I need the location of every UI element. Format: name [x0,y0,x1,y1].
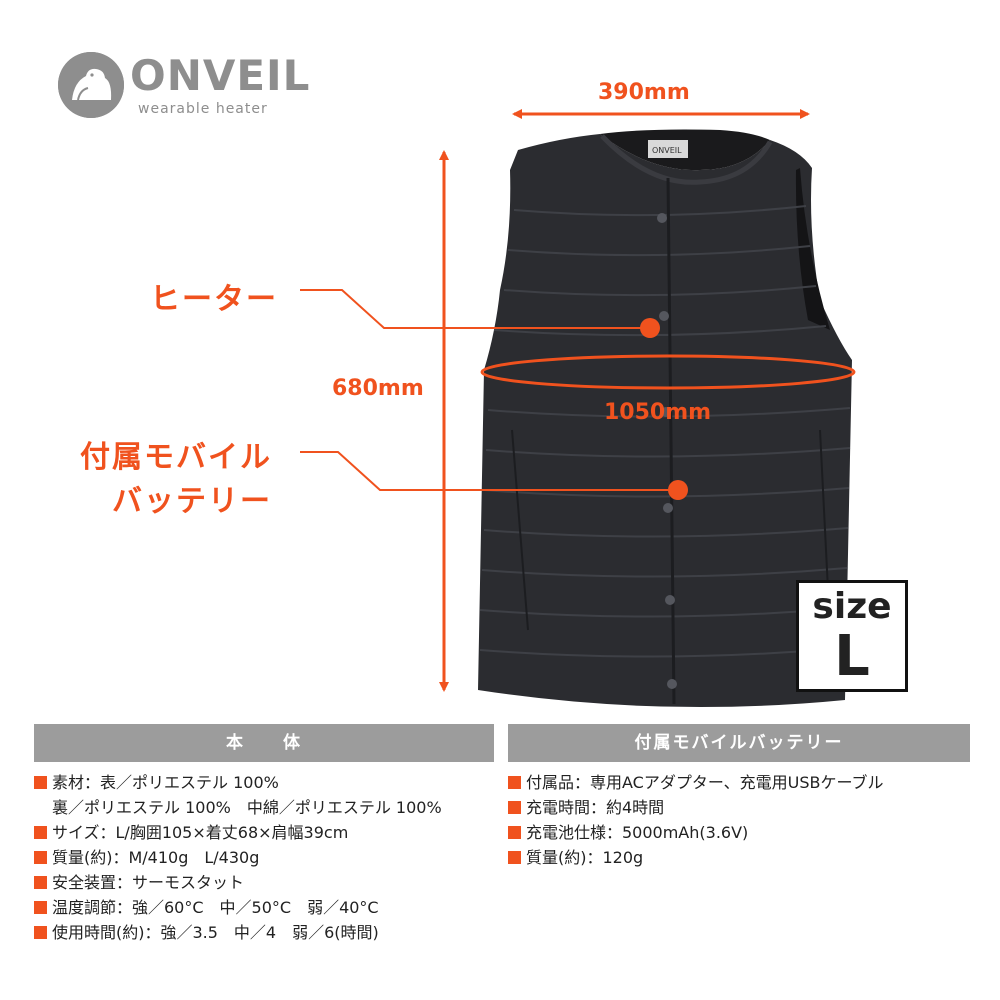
battery-callout-line2: バッテリー [112,484,272,519]
heater-callout: ヒーター [150,282,278,317]
product-image: ONVEIL wearable heater [58,51,908,708]
bullet-icon [34,851,47,864]
bullet-icon [34,776,47,789]
heater-leader [300,289,650,329]
battery-leader [300,451,678,491]
list-item: 質量(約)：M/410g L/430g [34,845,494,870]
battery-spec-list: 付属品：専用ACアダプター、充電用USBケーブル 充電時間：約4時間 充電池仕様… [508,770,970,870]
brand-tagline: wearable heater [138,101,268,117]
list-item: 温度調節：強／60°C 中／50°C 弱／40°C [34,895,494,920]
vest-body [478,134,852,708]
body-spec-title: 本 体 [34,724,494,762]
heater-dot [640,318,660,338]
bullet-icon [508,801,521,814]
list-item: 安全装置：サーモスタット [34,870,494,895]
size-value: L [834,624,870,689]
width-label: 390mm [598,80,690,105]
size-word: size [812,586,892,627]
bullet-icon [508,851,521,864]
chest-ellipse [480,354,856,390]
vest-illustration: ONVEIL [300,109,856,708]
logo-mark [58,52,124,118]
bear-icon [58,52,124,118]
bullet-icon [508,826,521,839]
bullet-icon [34,826,47,839]
battery-callout-line1: 付属モバイル [80,440,272,475]
list-item: 充電時間：約4時間 [508,795,970,820]
list-item: 素材：表／ポリエステル 100% [34,770,494,795]
brand-name: ONVEIL [130,51,311,100]
list-item: 付属品：専用ACアダプター、充電用USBケーブル [508,770,970,795]
bullet-icon [34,876,47,889]
bullet-icon [34,926,47,939]
body-spec-panel: 本 体 素材：表／ポリエステル 100% 裏／ポリエステル 100% 中綿／ポリ… [34,724,494,945]
battery-spec-panel: 付属モバイルバッテリー 付属品：専用ACアダプター、充電用USBケーブル 充電時… [508,724,970,870]
body-spec-list: 素材：表／ポリエステル 100% 裏／ポリエステル 100% 中綿／ポリエステル… [34,770,494,945]
list-item: 充電池仕様：5000mAh(3.6V) [508,820,970,845]
list-item: 裏／ポリエステル 100% 中綿／ポリエステル 100% [52,798,442,817]
size-badge: size L [796,580,908,692]
list-item: サイズ：L/胸囲105×着丈68×肩幅39cm [34,820,494,845]
list-item: 質量(約)：120g [508,845,970,870]
battery-dot [668,480,688,500]
bullet-icon [34,901,47,914]
chest-label: 1050mm [604,400,712,425]
bullet-icon [508,776,521,789]
battery-spec-title: 付属モバイルバッテリー [508,724,970,762]
height-label: 680mm [332,376,424,401]
svg-text:ONVEIL: ONVEIL [652,146,682,155]
list-item: 使用時間(約)：強／3.5 中／4 弱／6(時間) [34,920,494,945]
vest-buttons [657,213,677,689]
